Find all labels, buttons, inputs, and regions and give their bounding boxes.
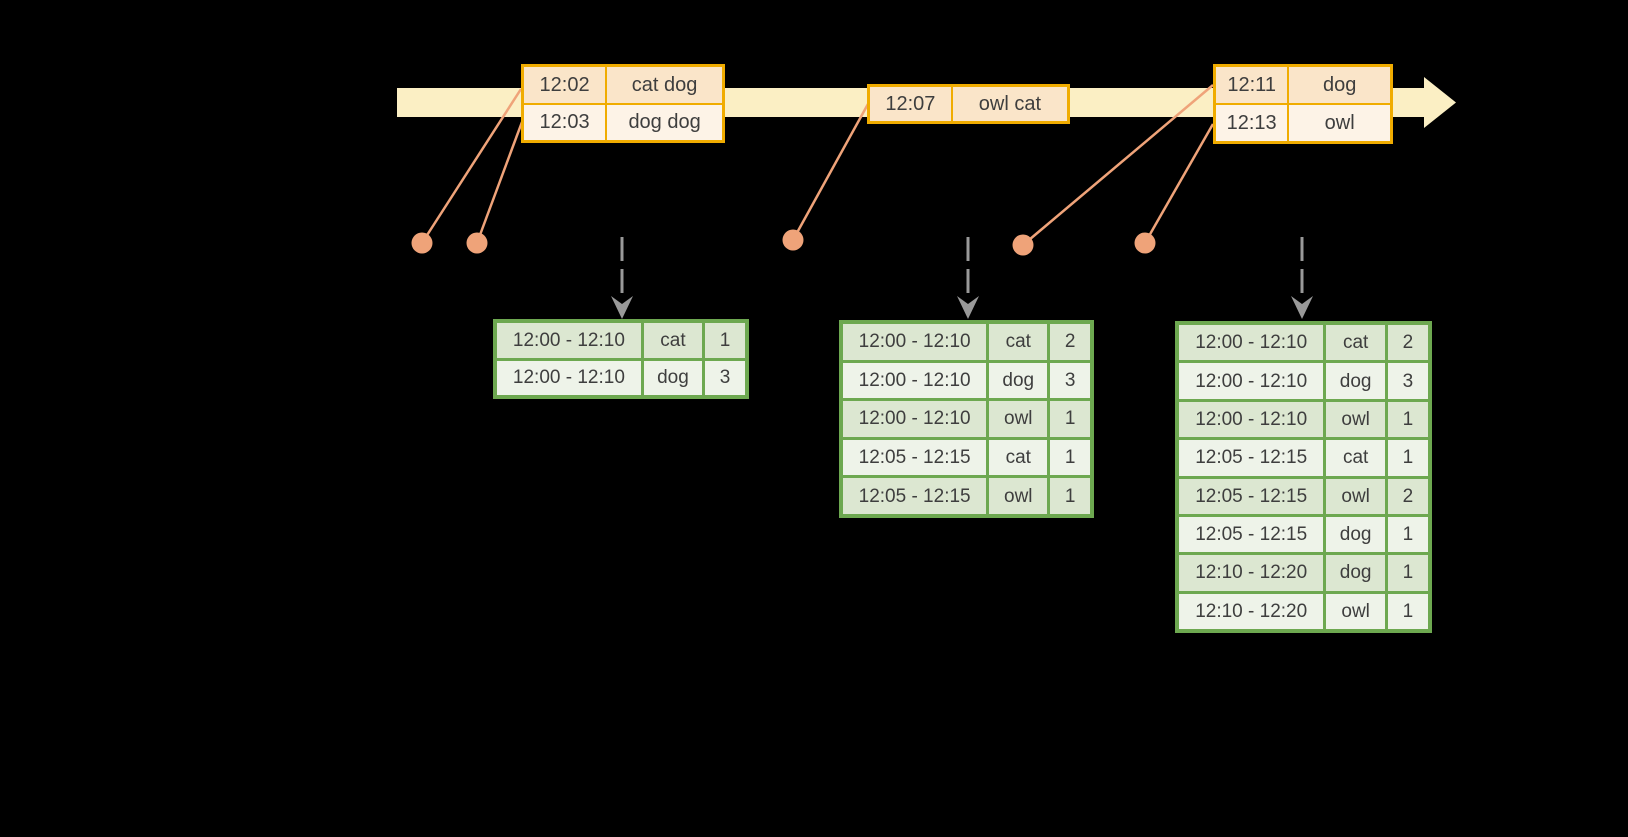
word-cell: dog bbox=[643, 360, 703, 395]
window-cell: 12:05 - 12:15 bbox=[843, 478, 987, 514]
word-cell: owl bbox=[1326, 401, 1385, 438]
count-cell: 2 bbox=[1387, 478, 1428, 514]
word-cell: cat bbox=[989, 439, 1048, 476]
time-cell: 12:03 bbox=[524, 104, 606, 140]
count-cell: 1 bbox=[1387, 440, 1428, 476]
word-cell: dog bbox=[1326, 555, 1385, 591]
connector-line bbox=[1143, 123, 1215, 244]
window-cell: 12:10 - 12:20 bbox=[1179, 555, 1324, 591]
count-cell: 3 bbox=[705, 360, 745, 395]
count-cell: 3 bbox=[1050, 362, 1090, 399]
event-dot bbox=[782, 229, 804, 251]
event-dot bbox=[1012, 234, 1034, 256]
word-cell: owl bbox=[989, 401, 1048, 437]
window-cell: 12:05 - 12:15 bbox=[1179, 440, 1324, 476]
word-cell: dog bbox=[1326, 516, 1385, 553]
word-cell: cat bbox=[1326, 440, 1385, 476]
trigger-arrowhead-icon bbox=[611, 296, 633, 319]
count-cell: 1 bbox=[1050, 478, 1090, 514]
time-cell: 12:13 bbox=[1216, 105, 1288, 141]
words-cell: dog dog bbox=[607, 104, 722, 140]
window-cell: 12:00 - 12:10 bbox=[843, 324, 987, 360]
count-cell: 2 bbox=[1387, 325, 1428, 361]
word-cell: cat bbox=[989, 324, 1048, 360]
timeline-arrowhead-icon bbox=[1424, 77, 1456, 128]
count-cell: 1 bbox=[1387, 401, 1428, 438]
word-cell: owl bbox=[1326, 593, 1385, 629]
word-cell: dog bbox=[1326, 363, 1385, 399]
event-dot bbox=[466, 232, 488, 254]
window-cell: 12:05 - 12:15 bbox=[1179, 516, 1324, 553]
words-cell: owl bbox=[1289, 105, 1390, 141]
trigger-arrowhead-icon bbox=[1291, 296, 1313, 319]
word-cell: owl bbox=[989, 478, 1048, 514]
window-cell: 12:00 - 12:10 bbox=[1179, 363, 1324, 399]
trigger-arrowhead-icon bbox=[957, 296, 979, 319]
time-cell: 12:02 bbox=[524, 67, 606, 103]
words-cell: cat dog bbox=[607, 67, 722, 103]
window-cell: 12:00 - 12:10 bbox=[1179, 325, 1324, 361]
words-cell: dog bbox=[1289, 67, 1390, 103]
window-cell: 12:10 - 12:20 bbox=[1179, 593, 1324, 629]
window-cell: 12:00 - 12:10 bbox=[497, 360, 641, 395]
window-cell: 12:00 - 12:10 bbox=[497, 323, 641, 358]
event-dot bbox=[1134, 232, 1156, 254]
connector-line bbox=[475, 121, 524, 244]
event-dot bbox=[411, 232, 433, 254]
time-cell: 12:11 bbox=[1216, 67, 1288, 103]
window-cell: 12:05 - 12:15 bbox=[1179, 478, 1324, 514]
count-cell: 1 bbox=[1387, 593, 1428, 629]
word-cell: owl bbox=[1326, 478, 1385, 514]
count-cell: 3 bbox=[1387, 363, 1428, 399]
window-cell: 12:00 - 12:10 bbox=[843, 362, 987, 399]
count-cell: 1 bbox=[1387, 555, 1428, 591]
connector-line bbox=[1022, 84, 1214, 246]
window-cell: 12:05 - 12:15 bbox=[843, 439, 987, 476]
count-cell: 2 bbox=[1050, 324, 1090, 360]
time-cell: 12:07 bbox=[870, 87, 951, 121]
count-cell: 1 bbox=[1050, 439, 1090, 476]
word-cell: cat bbox=[1326, 325, 1385, 361]
window-cell: 12:00 - 12:10 bbox=[1179, 401, 1324, 438]
connector-line bbox=[420, 88, 523, 244]
window-cell: 12:00 - 12:10 bbox=[843, 401, 987, 437]
count-cell: 1 bbox=[705, 323, 745, 358]
connector-line bbox=[791, 103, 870, 241]
count-cell: 1 bbox=[1387, 516, 1428, 553]
word-cell: dog bbox=[989, 362, 1048, 399]
count-cell: 1 bbox=[1050, 401, 1090, 437]
word-cell: cat bbox=[643, 323, 703, 358]
words-cell: owl cat bbox=[952, 87, 1067, 121]
